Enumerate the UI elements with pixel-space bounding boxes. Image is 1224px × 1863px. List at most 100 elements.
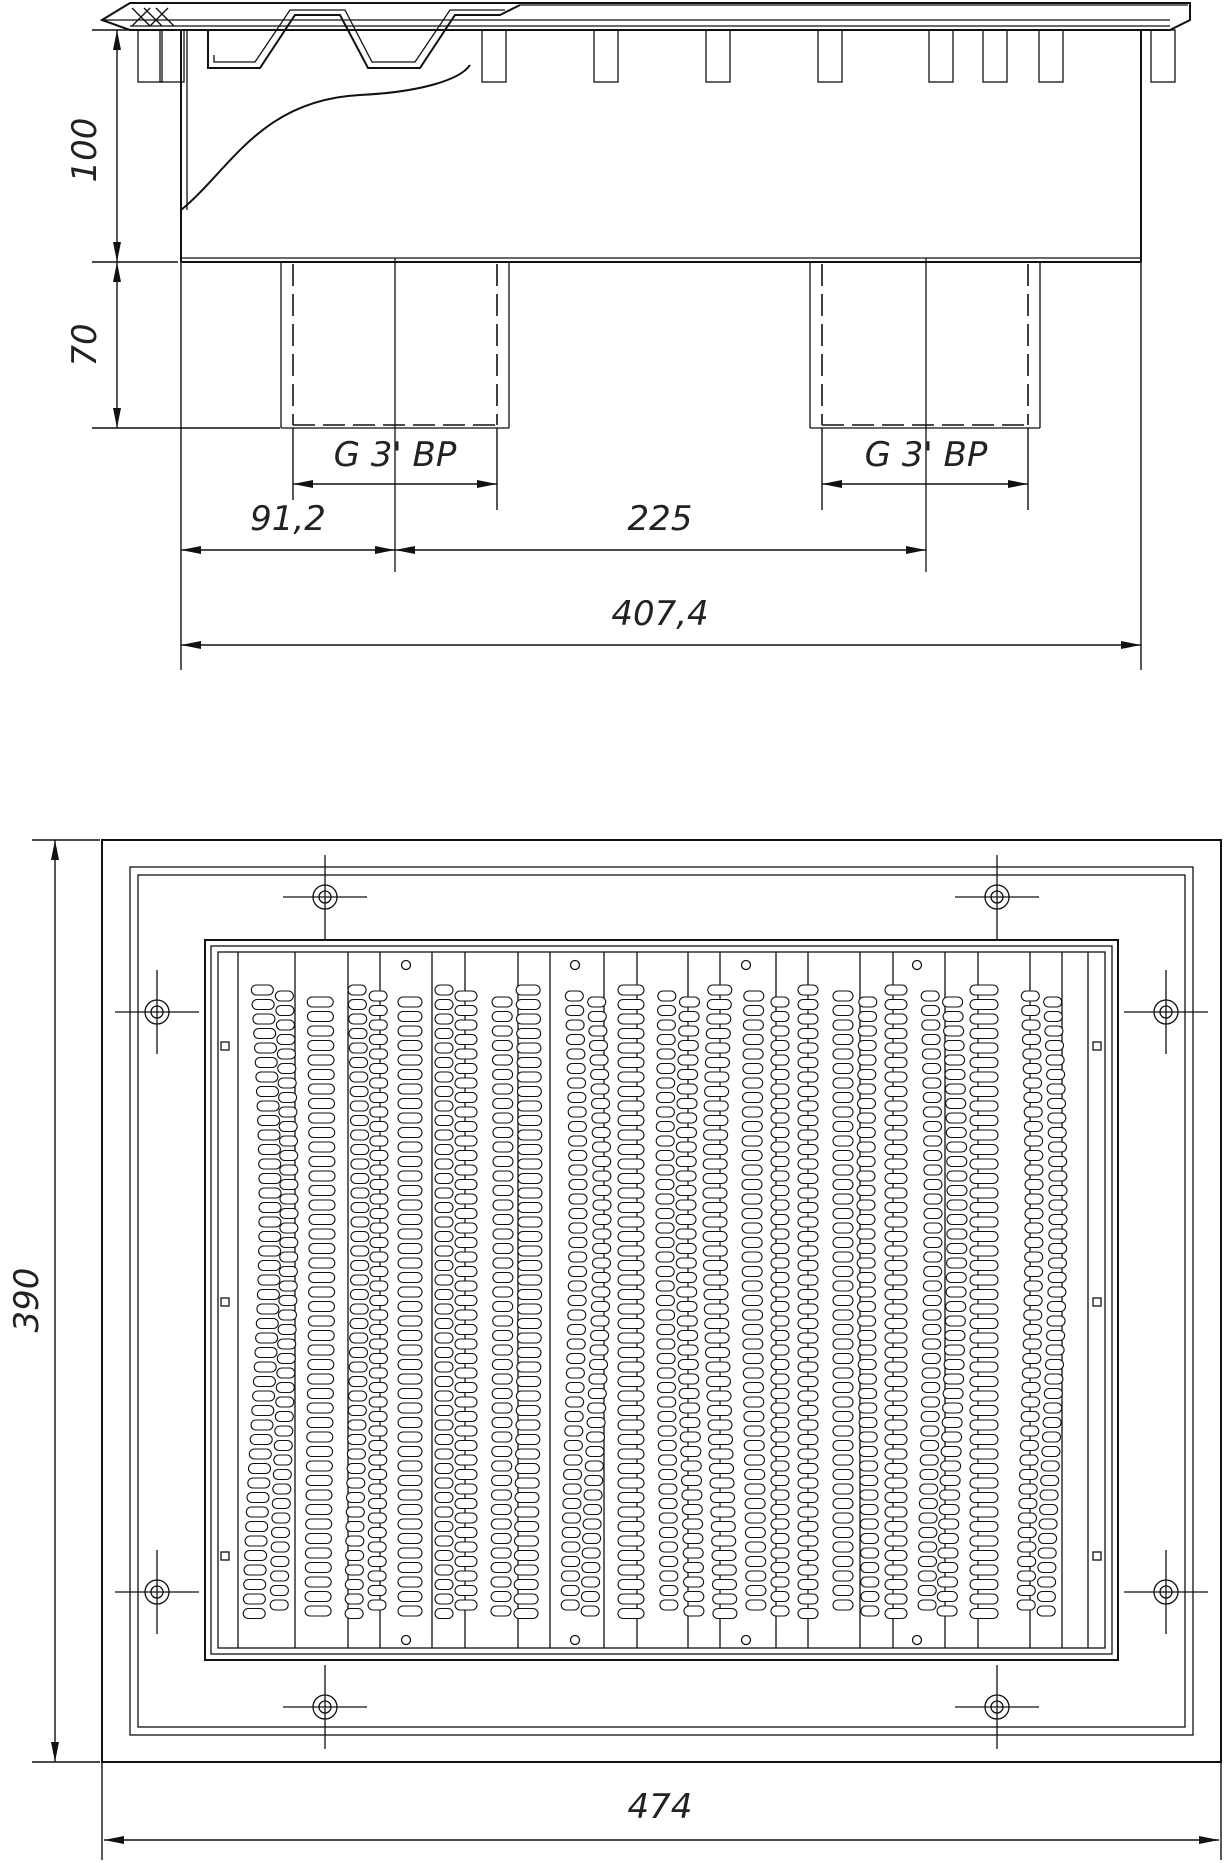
grate-slot: [969, 1375, 999, 1388]
grate-slot: [244, 1549, 268, 1562]
grate-slot: [454, 1410, 478, 1423]
grate-slot: [1038, 1532, 1058, 1545]
grate-slot: [705, 1375, 732, 1388]
grate-slot: [744, 1512, 766, 1524]
grate-slot: [1046, 1097, 1067, 1110]
grate-slot: [884, 1158, 908, 1170]
grate-slot: [884, 1462, 908, 1475]
grate-slot: [270, 1541, 290, 1553]
grate-slot: [969, 1477, 999, 1489]
grate-slot: [940, 1460, 962, 1472]
grate-slot: [884, 1056, 908, 1069]
grate-slot: [348, 1346, 369, 1359]
grate-slot: [514, 1520, 540, 1533]
grate-slot: [884, 1085, 908, 1098]
flange-tab: [1038, 29, 1064, 83]
grate-slot: [434, 1564, 454, 1576]
grate-slot: [797, 1056, 819, 1069]
grate-slot: [491, 1010, 513, 1023]
grate-slot: [742, 1019, 764, 1031]
grate-slot: [278, 1120, 298, 1133]
grate-slot: [253, 1027, 277, 1040]
grate-slot: [655, 1265, 675, 1278]
grate-slot: [658, 1468, 678, 1481]
grate-slot: [969, 1288, 999, 1301]
grate-slot: [832, 1048, 854, 1060]
grate-slot: [797, 1593, 819, 1605]
grate-slot: [454, 1033, 478, 1046]
grate-slot: [860, 1561, 880, 1574]
grate-slot: [655, 1251, 675, 1263]
grate-slot: [434, 1520, 454, 1533]
grate-slot: [344, 1593, 364, 1605]
grate-slot: [770, 1474, 790, 1487]
grate-slot: [969, 1259, 999, 1272]
grate-slot: [272, 1483, 292, 1495]
grate-slot: [434, 1172, 454, 1185]
grate-slot: [742, 1091, 764, 1104]
grate-slot: [678, 1373, 700, 1385]
grate-slot: [369, 1280, 389, 1292]
grate-slot: [702, 1245, 728, 1257]
grate-slot: [741, 1106, 763, 1118]
grate-slot: [434, 1230, 454, 1243]
grate-slot: [368, 1019, 388, 1031]
grate-slot: [1037, 1576, 1057, 1588]
grate-slot: [712, 1607, 738, 1620]
grate-slot: [1047, 1141, 1068, 1153]
grate-slot: [937, 1561, 959, 1574]
grate-slot: [741, 1149, 763, 1162]
grate-slot: [397, 1141, 423, 1153]
grate-slot: [1018, 1497, 1038, 1510]
grate-slot: [397, 1503, 423, 1516]
grate-slot: [797, 1346, 819, 1359]
grate-slot: [279, 1149, 299, 1162]
grate-slot: [304, 1576, 332, 1588]
grate-slot: [797, 1303, 819, 1315]
grate-slot: [858, 1387, 878, 1400]
grate-slot: [884, 1201, 908, 1214]
grate-slot: [678, 1025, 700, 1037]
grate-slot: [832, 1454, 854, 1466]
grate-slot: [491, 1474, 513, 1487]
marker-hole: [911, 1634, 923, 1646]
grate-slot: [369, 1120, 389, 1133]
grate-slot: [832, 1396, 854, 1408]
grate-slot: [513, 1593, 539, 1605]
grate-slot: [492, 1097, 514, 1110]
grate-slot: [516, 1056, 542, 1069]
grate-slot: [884, 1578, 908, 1591]
grate-slot: [797, 1259, 819, 1272]
grate-slot: [923, 1164, 943, 1176]
grate-slot: [1022, 1062, 1042, 1075]
grate-slot: [454, 1439, 478, 1452]
grate-slot: [345, 1535, 365, 1547]
grate-slot: [770, 1416, 790, 1429]
marker-hole: [740, 1634, 752, 1646]
grate-slot: [742, 1033, 764, 1046]
grate-slot: [676, 1097, 698, 1110]
grate-slot: [770, 1039, 790, 1052]
grate-slot: [369, 1309, 389, 1321]
grate-slot: [434, 1332, 454, 1344]
grate-slot: [349, 1071, 369, 1083]
grate-slot: [397, 1286, 423, 1298]
grate-slot: [397, 1416, 423, 1429]
grate-slot: [657, 1396, 677, 1408]
grate-slot: [770, 1068, 790, 1081]
grate-slot: [675, 1199, 697, 1211]
grate-slot: [273, 1439, 293, 1452]
grate-slot: [832, 990, 854, 1002]
grate-slot: [368, 1410, 388, 1423]
grate-slot: [969, 1419, 999, 1431]
grate-slot: [617, 1245, 645, 1257]
grate-slot: [655, 1294, 675, 1307]
grate-slot: [797, 1433, 819, 1446]
grate-slot: [969, 1216, 999, 1228]
grate-slot: [592, 1199, 612, 1211]
grate-slot: [1047, 1112, 1067, 1124]
grate-slot: [884, 1564, 908, 1576]
grate-slot: [1019, 1439, 1039, 1452]
grate-slot: [921, 1367, 941, 1379]
grate-slot: [617, 1317, 645, 1330]
